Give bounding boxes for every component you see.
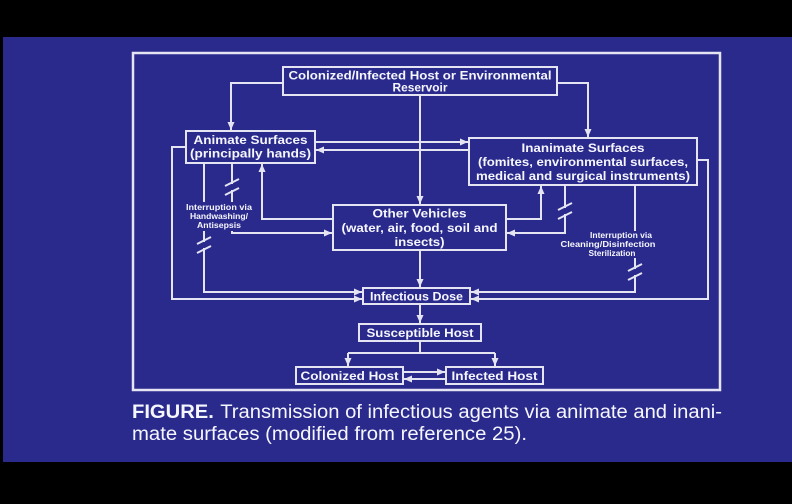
infectious-dose-box: Infectious Dose	[362, 287, 471, 305]
cleaning-note-line-2: Cleaning/Disinfection	[561, 240, 656, 249]
inanimate-surfaces-box-line-1: Inanimate Surfaces	[522, 143, 645, 155]
caption-line-1: FIGURE. Transmission of infectious agents…	[132, 402, 722, 423]
figure-label: FIGURE.	[132, 402, 214, 423]
other-vehicles-box: Other Vehicles (water, air, food, soil a…	[332, 204, 507, 251]
connector-susceptible-host-split	[348, 341, 495, 354]
colonized-host-box: Colonized Host	[295, 366, 404, 385]
interruption-gap	[632, 269, 638, 275]
arrow-inanimate-surfaces-to-infectious-dose	[471, 159, 709, 303]
arrow-animate-surfaces-to-infectious-dose	[171, 146, 362, 303]
handwashing-note-line-3: Antisepsis	[197, 221, 242, 230]
interruption-slashes	[627, 263, 643, 281]
arrow-inanimate-surfaces-to-infectious-dose-interrupted	[471, 185, 636, 296]
colonized-host-box-label: Colonized Host	[301, 371, 399, 383]
other-vehicles-box-line-1: Other Vehicles	[373, 209, 467, 221]
handwashing-interruption-note: Interruption via Handwashing/ Antisepsis	[183, 202, 256, 231]
interruption-mark-animate-to-vehicles	[224, 178, 240, 196]
inanimate-surfaces-box-line-3: medical and surgical instruments)	[476, 171, 690, 183]
arrow-other-vehicles-to-animate-surfaces	[258, 164, 333, 220]
inanimate-surfaces-box-border	[468, 137, 698, 186]
cleaning-note-line-1: Interruption via	[590, 231, 653, 240]
arrow-reservoir-to-animate-surfaces	[227, 82, 283, 130]
inanimate-surfaces-box-line-2: (fomites, environmental surfaces,	[478, 157, 688, 169]
other-vehicles-box-line-3: insects)	[395, 237, 445, 249]
handwashing-note-line-1: Interruption via	[186, 203, 253, 212]
reservoir-box-border	[282, 66, 558, 96]
arrow-other-vehicles-to-inanimate-surfaces	[506, 186, 545, 220]
interruption-gap	[201, 242, 207, 248]
animate-surfaces-box-line-2: (principally hands)	[190, 149, 311, 161]
inanimate-surfaces-box: Inanimate Surfaces (fomites, environment…	[468, 137, 698, 186]
infectious-dose-box-border	[362, 287, 471, 305]
handwashing-note-line-2: Handwashing/	[190, 212, 249, 221]
interruption-mark-animate-to-dose	[196, 236, 212, 254]
caption-line-2: mate surfaces (modified from reference 2…	[132, 424, 527, 445]
interruption-mark-inanimate-to-vehicles	[557, 202, 573, 220]
interruption-slashes	[557, 202, 573, 220]
other-vehicles-box-line-2: (water, air, food, soil and	[342, 223, 498, 235]
infectious-dose-box-label: Infectious Dose	[370, 292, 463, 304]
cleaning-note-background-top	[588, 231, 654, 240]
cleaning-interruption-note: Interruption via Cleaning/Disinfection S…	[557, 231, 658, 258]
animate-surfaces-box-line-1: Animate Surfaces	[194, 135, 308, 147]
interruption-slashes	[224, 178, 240, 196]
reservoir-box: Colonized/Infected Host or Environmental…	[282, 66, 558, 96]
diagram-frame	[131, 51, 722, 392]
interruption-gap	[229, 184, 235, 190]
interruption-gap	[562, 208, 568, 214]
arrow-reservoir-to-inanimate-surfaces	[557, 82, 592, 137]
reservoir-box-line-1: Colonized/Infected Host or Environmental	[289, 71, 552, 83]
cleaning-note-line-3: Sterilization	[589, 249, 636, 258]
handwashing-note-background	[183, 202, 256, 231]
interruption-mark-inanimate-to-dose	[627, 263, 643, 281]
arrow-inanimate-surfaces-to-other-vehicles	[507, 185, 566, 237]
infected-host-box-label: Infected Host	[452, 371, 538, 383]
other-vehicles-box-border	[332, 204, 507, 251]
animate-surfaces-box-border	[185, 130, 316, 164]
susceptible-host-box: Susceptible Host	[358, 323, 482, 342]
interruption-slashes	[196, 236, 212, 254]
figure-caption: FIGURE. Transmission of infectious agents…	[132, 402, 722, 445]
reservoir-box-line-2: Reservoir	[393, 83, 449, 95]
infected-host-box-border	[445, 366, 544, 385]
infected-host-box: Infected Host	[445, 366, 544, 385]
susceptible-host-box-label: Susceptible Host	[367, 328, 474, 340]
colonized-host-box-border	[295, 366, 404, 385]
animate-surfaces-box: Animate Surfaces (principally hands)	[185, 130, 316, 164]
susceptible-host-box-border	[358, 323, 482, 342]
caption-line-1-text: Transmission of infectious agents via an…	[220, 402, 722, 423]
cleaning-note-background-bottom	[557, 240, 658, 258]
